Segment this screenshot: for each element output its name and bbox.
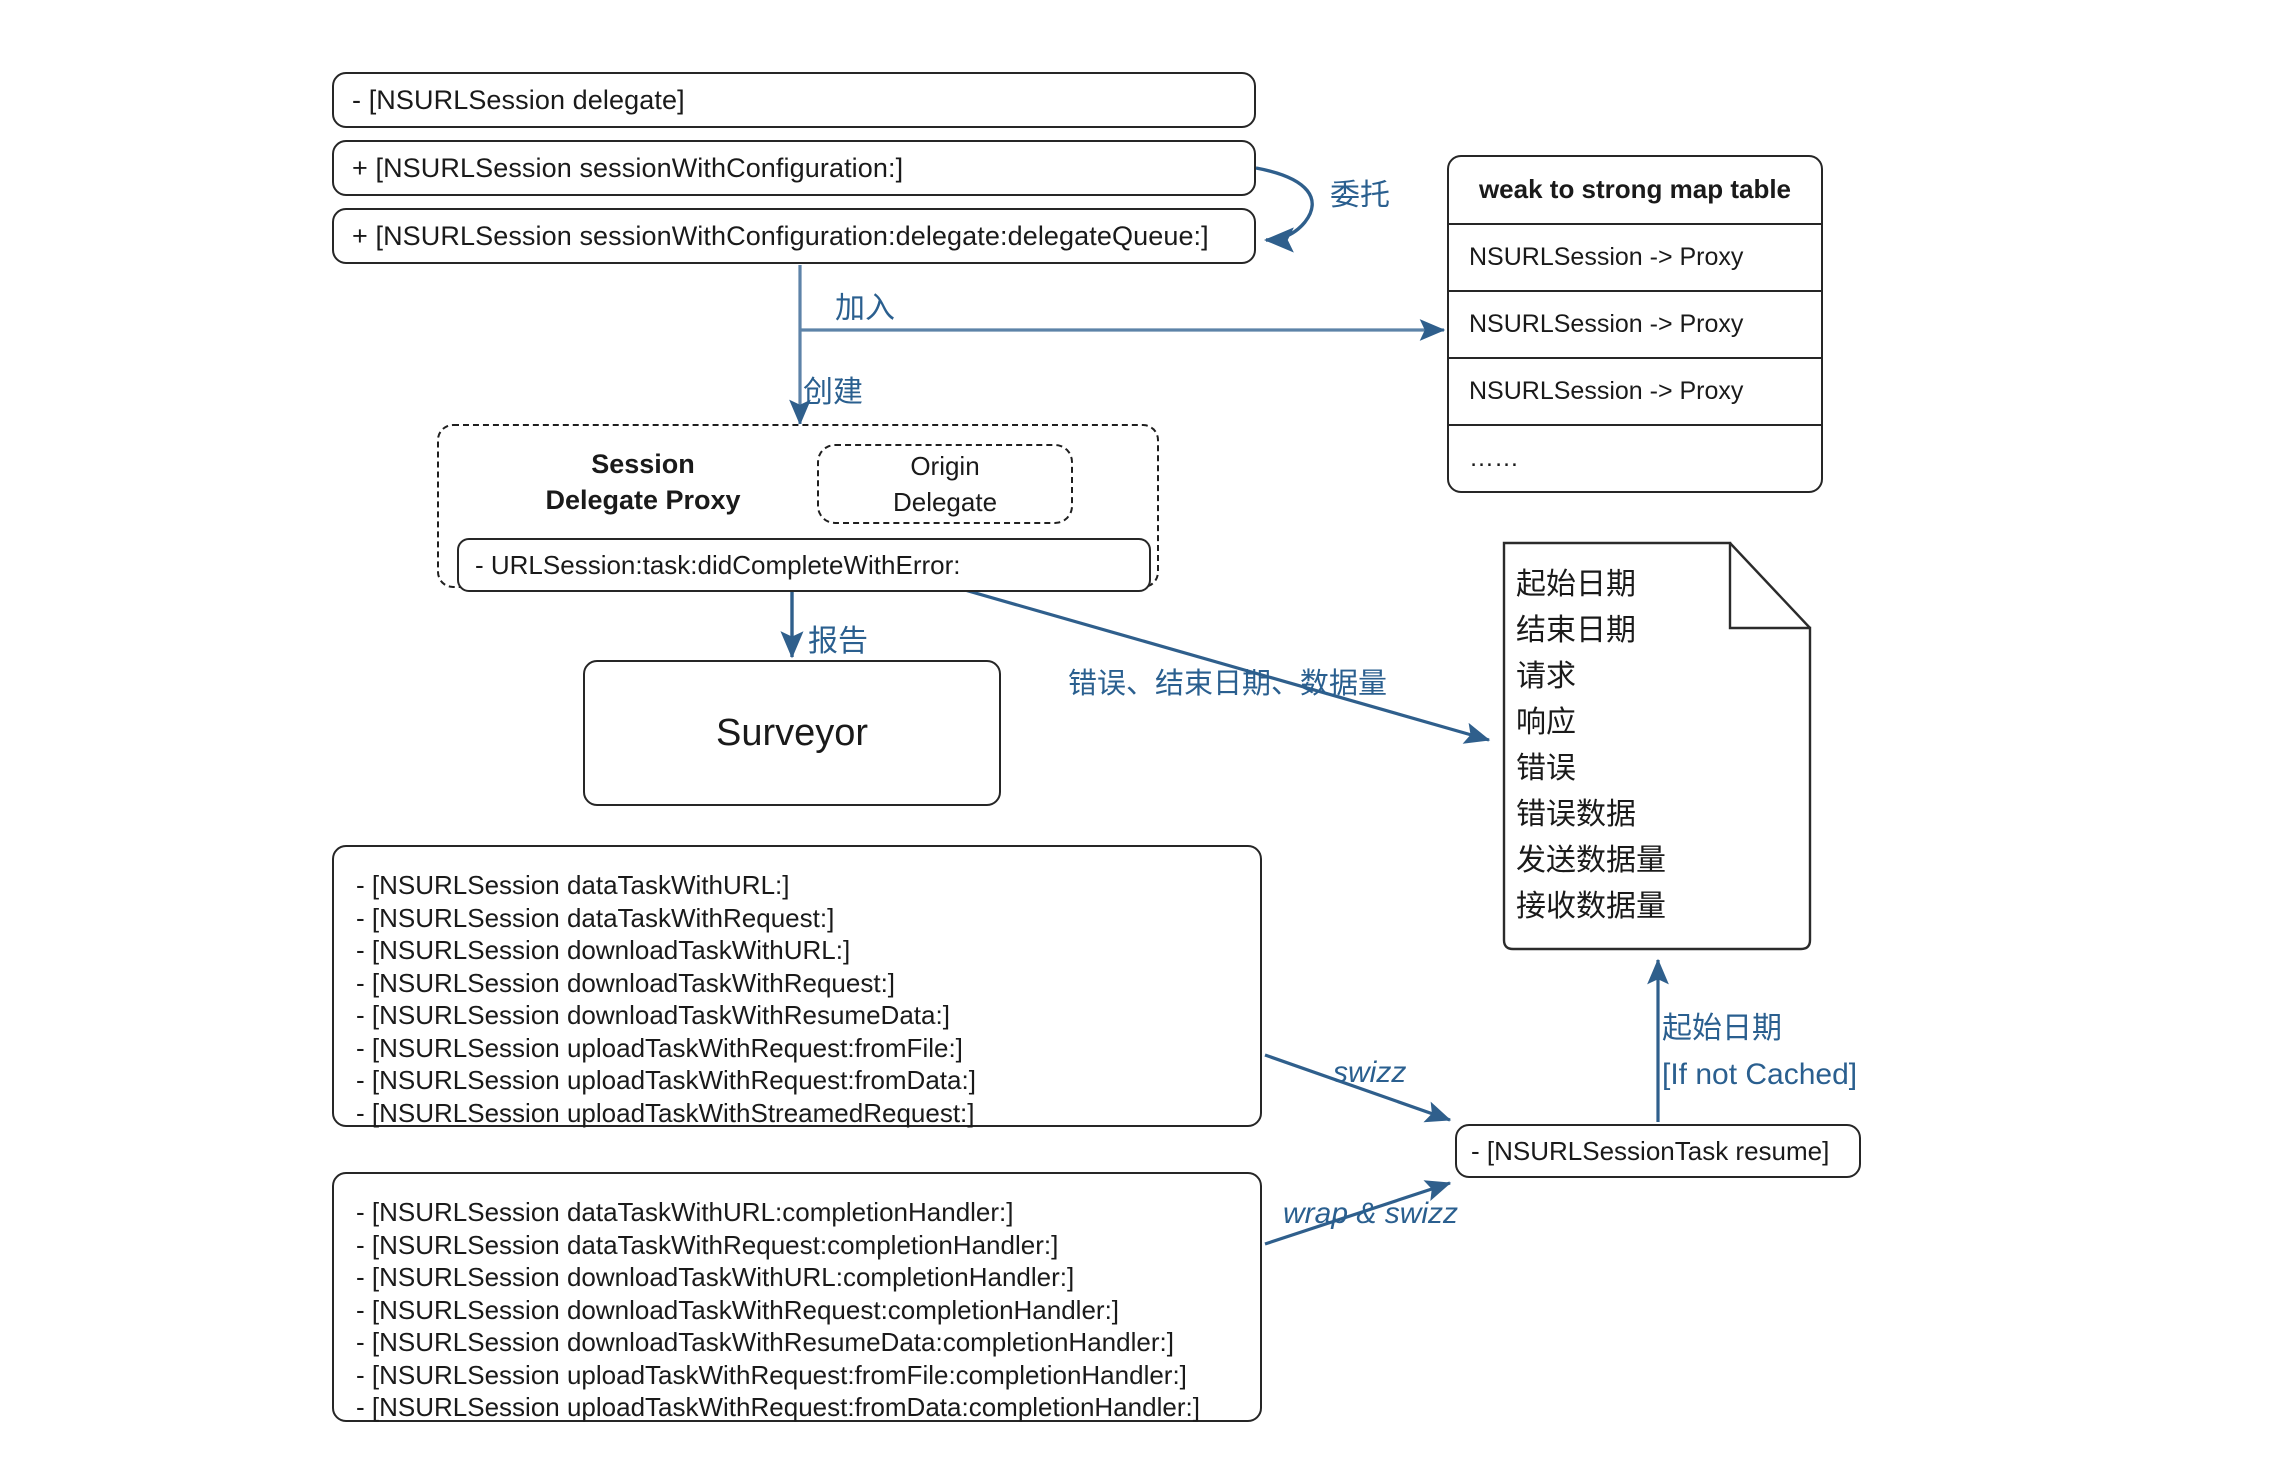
method-box-did-complete-with-error[interactable]: - URLSession:task:didCompleteWithError: xyxy=(457,538,1151,592)
method-label: - [NSURLSessionTask resume] xyxy=(1471,1135,1830,1166)
list-item: - [NSURLSession uploadTaskWithStreamedRe… xyxy=(356,1097,975,1128)
task-creation-methods-box: - [NSURLSession dataTaskWithURL:] - [NSU… xyxy=(332,845,1262,1128)
weak-to-strong-map-table: weak to strong map table NSURLSession ->… xyxy=(1447,155,1823,493)
arrow-label-delegate: 委托 xyxy=(1330,179,1390,212)
note-item: 错误 xyxy=(1516,752,1576,785)
list-item: - [NSURLSession dataTaskWithRequest:comp… xyxy=(356,1229,1059,1260)
arrow-label-create: 创建 xyxy=(803,376,863,409)
method-label: - [NSURLSession delegate] xyxy=(352,84,685,115)
arrow-label-report: 报告 xyxy=(808,625,868,658)
table-row: NSURLSession -> Proxy xyxy=(1449,359,1821,426)
arrow-label-start-date-line1: 起始日期 xyxy=(1662,1012,1782,1045)
proxy-title: Session Delegate Proxy xyxy=(473,446,813,518)
note-item: 发送数据量 xyxy=(1516,844,1666,877)
list-item: - [NSURLSession uploadTaskWithRequest:fr… xyxy=(356,1359,1187,1390)
origin-delegate-box: Origin Delegate xyxy=(817,444,1073,524)
arrow-label-error-enddate-datasize: 错误、结束日期、数据量 xyxy=(1068,668,1388,700)
list-item: - [NSURLSession dataTaskWithURL:completi… xyxy=(356,1197,1014,1227)
note-item: 结束日期 xyxy=(1516,614,1636,647)
origin-delegate-line2: Delegate xyxy=(892,487,998,517)
note-item: 错误数据 xyxy=(1516,798,1636,831)
note-item: 起始日期 xyxy=(1516,568,1636,601)
map-table-title: weak to strong map table xyxy=(1449,157,1821,225)
method-label: + [NSURLSession sessionWithConfiguration… xyxy=(352,220,1209,251)
arrow-label-swizz: swizz xyxy=(1333,1056,1407,1089)
list-item: - [NSURLSession downloadTaskWithResumeDa… xyxy=(356,1000,950,1030)
surveyor-box: Surveyor xyxy=(583,660,1001,806)
list-item: - [NSURLSession uploadTaskWithRequest:fr… xyxy=(356,1392,1200,1422)
proxy-title-line2: Delegate Proxy xyxy=(545,485,741,515)
table-row: NSURLSession -> Proxy xyxy=(1449,225,1821,292)
list-item: - [NSURLSession dataTaskWithRequest:] xyxy=(356,902,835,933)
method-box-session-with-configuration[interactable]: + [NSURLSession sessionWithConfiguration… xyxy=(332,140,1256,196)
list-item: - [NSURLSession uploadTaskWithRequest:fr… xyxy=(356,1065,976,1095)
method-box-delegate[interactable]: - [NSURLSession delegate] xyxy=(332,72,1256,128)
method-box-task-resume[interactable]: - [NSURLSessionTask resume] xyxy=(1455,1124,1861,1178)
session-delegate-proxy-container: Session Delegate Proxy Origin Delegate -… xyxy=(437,424,1159,592)
note-item: 接收数据量 xyxy=(1516,890,1666,923)
list-item: - [NSURLSession uploadTaskWithRequest:fr… xyxy=(356,1032,963,1063)
completion-handler-methods-box: - [NSURLSession dataTaskWithURL:completi… xyxy=(332,1172,1262,1422)
note-item: 响应 xyxy=(1516,706,1576,739)
list-item: - [NSURLSession dataTaskWithURL:] xyxy=(356,870,790,900)
origin-delegate-line1: Origin xyxy=(910,451,980,481)
table-row-ellipsis: …… xyxy=(1469,443,1519,472)
list-item: - [NSURLSession downloadTaskWithURL:comp… xyxy=(356,1262,1075,1292)
arrow-label-start-date: 起始日期 [If not Cached] xyxy=(1662,1006,1857,1098)
method-label: - URLSession:task:didCompleteWithError: xyxy=(475,549,961,580)
note-item: 请求 xyxy=(1516,660,1576,693)
method-label: + [NSURLSession sessionWithConfiguration… xyxy=(352,152,904,183)
list-item: - [NSURLSession downloadTaskWithRequest:… xyxy=(356,1294,1120,1325)
proxy-title-line1: Session xyxy=(591,449,695,479)
note-shape xyxy=(1502,541,1812,951)
note-field-list: 起始日期 结束日期 请求 响应 错误 错误数据 发送数据量 接收数据量 xyxy=(1516,562,1756,930)
arrow-label-join: 加入 xyxy=(835,292,895,325)
list-item: - [NSURLSession downloadTaskWithRequest:… xyxy=(356,967,896,998)
arrow-delegate xyxy=(1255,166,1314,253)
table-row: NSURLSession -> Proxy xyxy=(1449,292,1821,359)
surveyor-label: Surveyor xyxy=(715,711,869,754)
arrow-label-start-date-line2: [If not Cached] xyxy=(1662,1058,1858,1091)
list-item: - [NSURLSession downloadTaskWithURL:] xyxy=(356,935,851,965)
arrow-label-wrap-swizz: wrap & swizz xyxy=(1283,1197,1459,1230)
collected-fields-note: 起始日期 结束日期 请求 响应 错误 错误数据 发送数据量 接收数据量 xyxy=(1494,540,1812,952)
list-item: - [NSURLSession downloadTaskWithResumeDa… xyxy=(356,1327,1174,1357)
method-box-session-with-configuration-delegate-queue[interactable]: + [NSURLSession sessionWithConfiguration… xyxy=(332,208,1256,264)
